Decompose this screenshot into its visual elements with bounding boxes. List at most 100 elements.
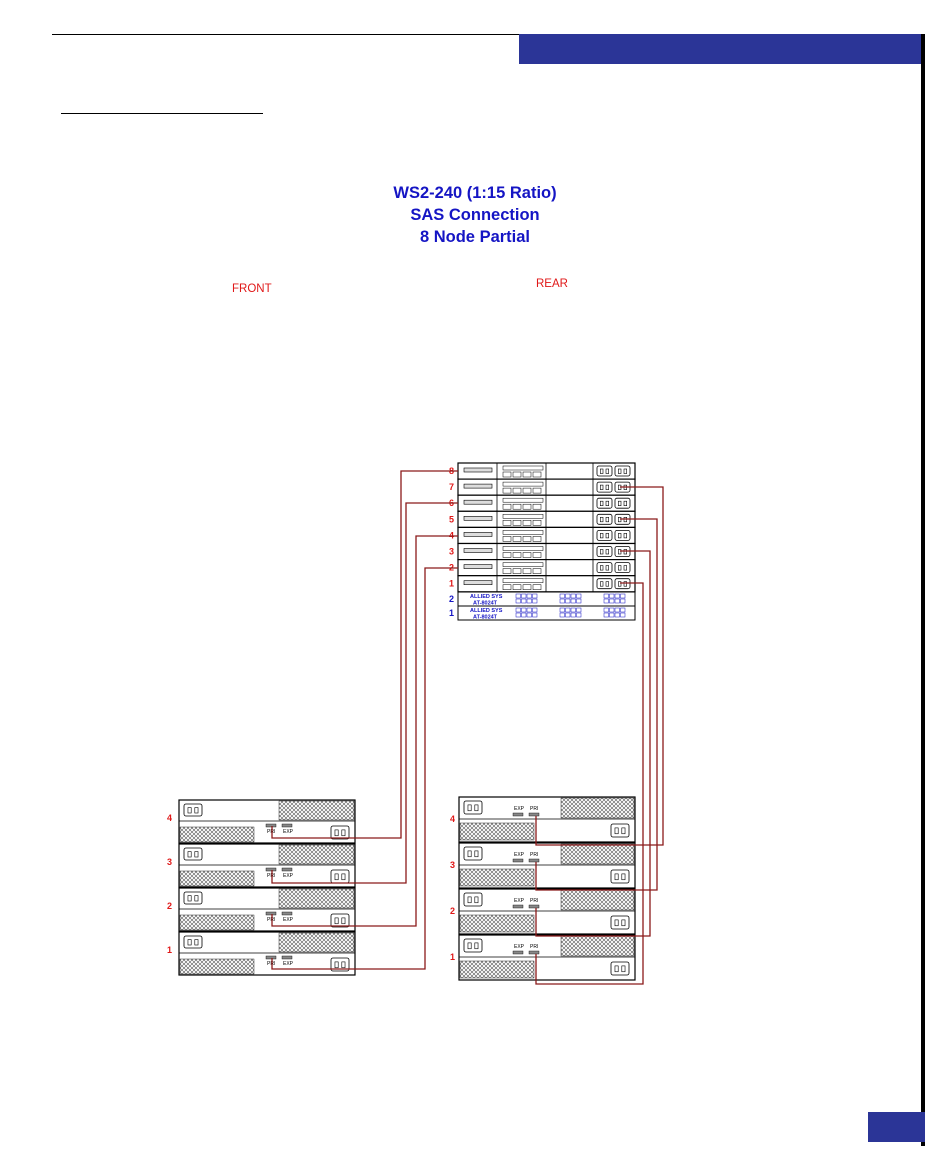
pri-port-label: PRI [530,806,538,812]
network-port-icon [523,569,531,574]
pri-port-label: PRI [530,898,538,904]
sas-port-exp [282,824,292,827]
switch-port-icon [610,594,615,598]
exp-port-label: EXP [514,944,525,950]
node-number: 5 [449,514,454,524]
switch-port-icon [621,613,626,617]
front-shelf-number: 2 [167,901,172,911]
io-bay [503,579,543,583]
switch-port-icon [516,608,521,612]
sas-port-pri [529,905,539,908]
network-port-icon [523,520,531,525]
io-bay [503,482,543,486]
pri-port-label: PRI [267,873,275,879]
switch-port-icon [533,594,538,598]
power-inlet-icon [464,847,482,860]
power-inlet-icon [611,870,629,883]
power-inlet-icon [597,579,612,589]
io-bay [503,514,543,518]
pri-port-label: PRI [267,961,275,967]
power-inlet-icon [597,498,612,508]
power-inlet-icon [184,848,202,860]
rear-shelf-number: 3 [450,860,455,870]
power-inlet-icon [615,563,630,573]
switch-port-icon [516,594,521,598]
power-inlet-icon [331,870,349,883]
fan-grille [180,827,254,842]
switch-port-icon [522,613,527,617]
drive-slot [464,549,492,553]
fan-grille [180,959,254,974]
switch-port-icon [621,594,626,598]
power-inlet-icon [331,826,349,839]
switch-port-icon [527,594,532,598]
network-port-icon [523,504,531,509]
power-inlet-icon [597,563,612,573]
sas-port-pri [529,951,539,954]
switch-port-icon [560,608,565,612]
network-port-icon [533,504,541,509]
network-port-icon [513,504,521,509]
network-port-icon [533,536,541,541]
io-bay [503,530,543,534]
switch-stack: ALLIED SYSAT-8024T2ALLIED SYSAT-8024T1 [449,592,635,621]
power-inlet-icon [615,579,630,589]
switch-port-icon [621,608,626,612]
switch-port-icon [527,599,532,603]
exp-port-label: EXP [514,898,525,904]
sas-port-pri [266,868,276,871]
network-port-icon [533,472,541,477]
sas-port-exp [282,868,292,871]
fan-grille [460,869,534,886]
front-shelf-number: 4 [167,813,172,823]
pri-port-label: PRI [267,917,275,923]
io-bay [503,498,543,502]
switch-port-icon [522,594,527,598]
fan-grille [561,844,634,864]
sas-port-exp [513,905,523,908]
exp-port-label: EXP [283,961,294,967]
power-inlet-icon [615,530,630,540]
fan-grille [279,801,354,820]
switch-port-icon [560,594,565,598]
switch-port-icon [604,613,609,617]
rear-shelf-number: 1 [450,952,455,962]
switch-port-icon [566,599,571,603]
network-port-icon [503,553,511,558]
node-stack: 87654321 [449,463,635,592]
drive-slot [464,468,492,472]
sas-port-exp [513,813,523,816]
network-port-icon [503,504,511,509]
network-port-icon [503,585,511,590]
power-inlet-icon [597,530,612,540]
front-shelves: PRIEXP4PRIEXP3PRIEXP2PRIEXP1 [167,800,355,975]
fan-grille [180,871,254,886]
drive-slot [464,581,492,585]
power-inlet-icon [464,893,482,906]
exp-port-label: EXP [514,806,525,812]
power-inlet-icon [611,824,629,837]
switch-port-icon [615,613,620,617]
network-port-icon [503,569,511,574]
network-port-icon [523,472,531,477]
sas-port-pri [529,859,539,862]
switch-port-icon [615,594,620,598]
switch-model-line1: ALLIED SYS [470,594,503,600]
fan-grille [279,889,354,908]
switch-port-icon [571,613,576,617]
network-port-icon [513,553,521,558]
network-port-icon [533,488,541,493]
switch-port-icon [577,599,582,603]
switch-port-icon [527,613,532,617]
network-port-icon [503,536,511,541]
switch-port-icon [577,594,582,598]
switch-port-icon [533,599,538,603]
switch-port-icon [615,608,620,612]
network-port-icon [503,520,511,525]
sas-port-pri [529,813,539,816]
pri-port-label: PRI [267,829,275,835]
power-inlet-icon [615,498,630,508]
switch-port-icon [577,608,582,612]
sas-port-pri [266,912,276,915]
